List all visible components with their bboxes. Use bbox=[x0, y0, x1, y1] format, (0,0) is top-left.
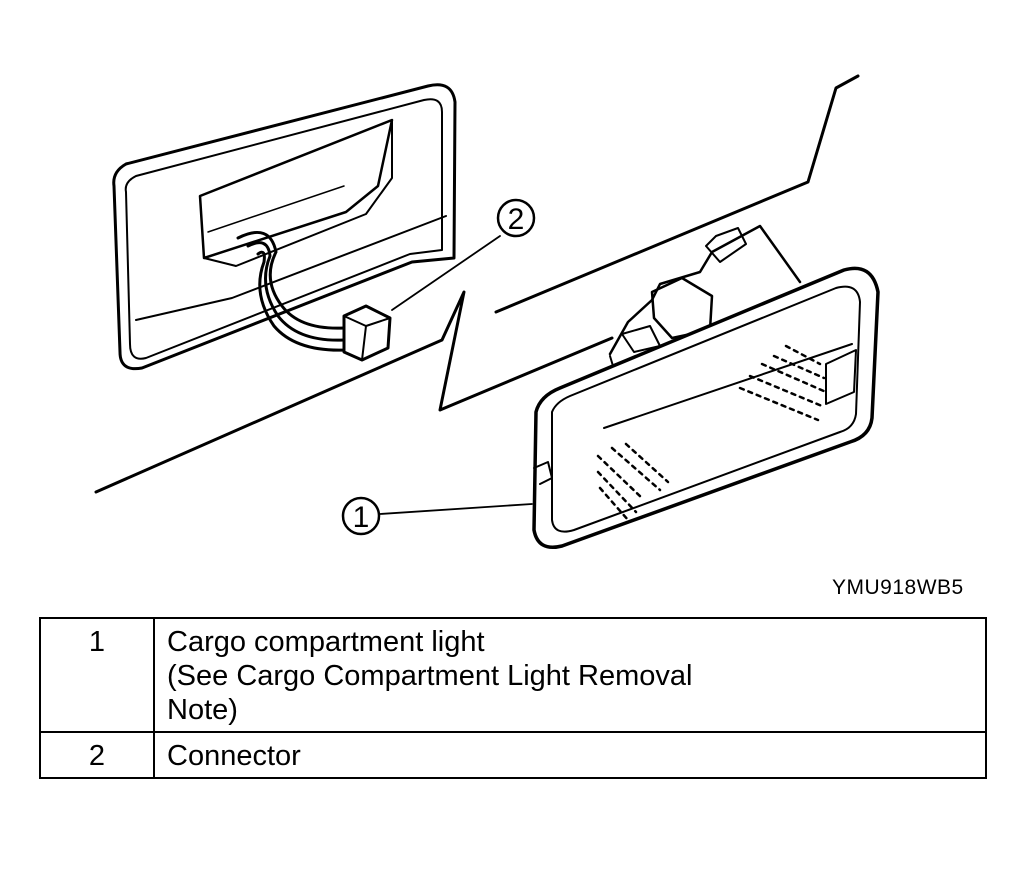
legend-row: 1 Cargo compartment light (See Cargo Com… bbox=[39, 617, 987, 733]
panel-break-line bbox=[94, 74, 860, 494]
legend-row-text-line: Cargo compartment light bbox=[167, 626, 485, 658]
legend-row-text-line: Note) bbox=[167, 694, 238, 726]
callout-1: 1 bbox=[341, 496, 533, 536]
cargo-compartment-light bbox=[532, 224, 880, 549]
legend-row-text-line: (See Cargo Compartment Light Removal bbox=[167, 660, 693, 692]
parts-legend-table: 1 Cargo compartment light (See Cargo Com… bbox=[39, 617, 987, 779]
legend-row-text-line: Connector bbox=[167, 740, 301, 772]
legend-row-description: Cargo compartment light (See Cargo Compa… bbox=[153, 617, 987, 733]
legend-row-number: 2 bbox=[39, 731, 155, 779]
callout-2-number: 2 bbox=[508, 203, 525, 236]
callout-1-number: 1 bbox=[353, 501, 370, 534]
legend-row: 2 Connector bbox=[39, 731, 987, 779]
legend-row-number: 1 bbox=[39, 617, 155, 733]
mounting-opening bbox=[112, 83, 457, 371]
callout-2: 2 bbox=[391, 198, 536, 311]
connector bbox=[342, 304, 392, 362]
legend-row-description: Connector bbox=[153, 731, 987, 779]
figure-code: YMU918WB5 bbox=[832, 576, 964, 599]
exploded-view-illustration: 2 1 bbox=[94, 74, 880, 549]
connector-harness bbox=[236, 230, 348, 352]
